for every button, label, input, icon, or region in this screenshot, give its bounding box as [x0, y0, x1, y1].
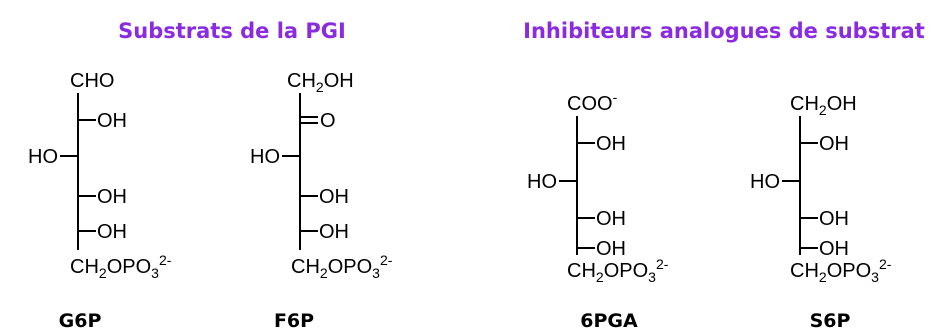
- s6p-c5-group: OH: [819, 238, 849, 260]
- g6p-top-group: CHO: [70, 70, 114, 92]
- s6p-bottom-group: CH2OPO32-: [790, 256, 892, 285]
- f6p-bottom-charge: 2-: [380, 252, 393, 268]
- inhibitors-header: Inhibiteurs analogues de substrat: [523, 19, 925, 43]
- s6p-top-group: CH2OH: [790, 93, 857, 118]
- 6pga-top-group: COO-: [567, 89, 618, 115]
- 6pga-bottom-base: CH: [567, 260, 596, 282]
- s6p-bottom-base: CH: [790, 260, 819, 282]
- g6p-label: G6P: [59, 310, 102, 332]
- s6p-bottom-mid: OPO: [827, 260, 871, 282]
- f6p-top-sub: 2: [316, 79, 324, 95]
- f6p-top-base: CH: [287, 70, 316, 92]
- s6p-bottom-charge: 2-: [879, 256, 892, 272]
- f6p-bottom-sub1: 2: [320, 265, 328, 281]
- 6pga-top-charge: -: [613, 89, 618, 105]
- 6pga-bottom-charge: 2-: [656, 256, 669, 272]
- g6p-c2-group: OH: [97, 110, 127, 132]
- f6p-bottom-mid: OPO: [328, 256, 372, 278]
- 6pga-c2-group: OH: [596, 133, 626, 155]
- f6p-c2-group: O: [320, 110, 336, 132]
- molecule-g6p: CHO OH HO OH OH CH2OPO32- G6P: [28, 70, 172, 332]
- 6pga-bottom-mid: OPO: [604, 260, 648, 282]
- f6p-c5-group: OH: [319, 221, 349, 243]
- s6p-top-sub: 2: [819, 102, 827, 118]
- s6p-top-rest: OH: [827, 93, 857, 115]
- g6p-bottom-sub2: 3: [151, 265, 159, 281]
- 6pga-label: 6PGA: [580, 310, 638, 332]
- 6pga-c4-group: OH: [596, 208, 626, 230]
- f6p-top-group: CH2OH: [287, 70, 354, 95]
- s6p-bottom-sub1: 2: [819, 269, 827, 285]
- f6p-bottom-group: CH2OPO32-: [291, 252, 393, 281]
- g6p-c4-group: OH: [97, 186, 127, 208]
- molecule-f6p: CH2OH O HO OH OH CH2OPO32- F6P: [250, 70, 393, 332]
- g6p-bottom-base: CH: [70, 256, 99, 278]
- g6p-bottom-group: CH2OPO32-: [70, 252, 172, 281]
- 6pga-c3-group: HO: [527, 171, 557, 193]
- 6pga-top-base: COO: [567, 93, 613, 115]
- f6p-bottom-base: CH: [291, 256, 320, 278]
- s6p-label: S6P: [810, 310, 851, 332]
- f6p-c4-group: OH: [319, 186, 349, 208]
- s6p-bottom-sub2: 3: [871, 269, 879, 285]
- f6p-bottom-sub2: 3: [372, 265, 380, 281]
- 6pga-c5-group: OH: [596, 238, 626, 260]
- g6p-bottom-charge: 2-: [159, 252, 172, 268]
- s6p-top-base: CH: [790, 93, 819, 115]
- molecule-6pga: COO- OH HO OH OH CH2OPO32- 6PGA: [527, 89, 669, 332]
- g6p-c5-group: OH: [97, 221, 127, 243]
- g6p-bottom-mid: OPO: [107, 256, 151, 278]
- s6p-c3-group: HO: [750, 171, 780, 193]
- molecule-s6p: CH2OH OH HO OH OH CH2OPO32- S6P: [750, 93, 892, 332]
- g6p-bottom-sub1: 2: [99, 265, 107, 281]
- f6p-label: F6P: [274, 310, 314, 332]
- s6p-c2-group: OH: [819, 133, 849, 155]
- f6p-c3-group: HO: [250, 146, 280, 168]
- f6p-top-rest: OH: [324, 70, 354, 92]
- 6pga-bottom-sub1: 2: [596, 269, 604, 285]
- g6p-c3-group: HO: [28, 146, 58, 168]
- s6p-c4-group: OH: [819, 208, 849, 230]
- 6pga-bottom-group: CH2OPO32-: [567, 256, 669, 285]
- substrates-header: Substrats de la PGI: [118, 19, 346, 43]
- 6pga-bottom-sub2: 3: [648, 269, 656, 285]
